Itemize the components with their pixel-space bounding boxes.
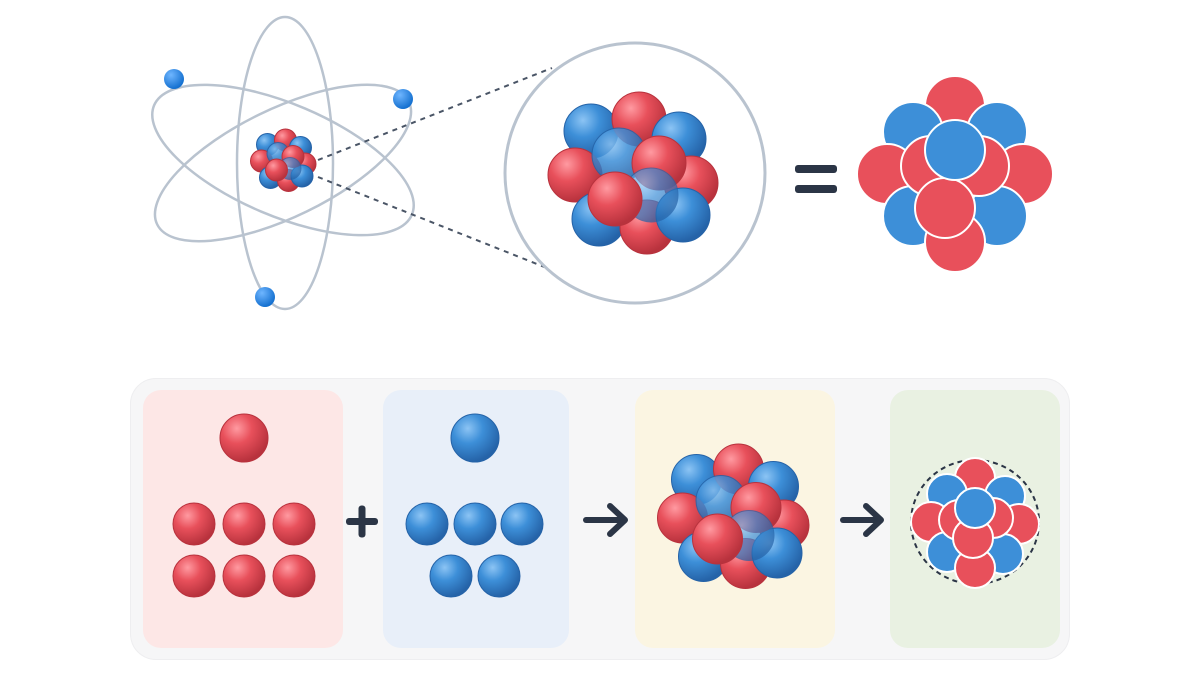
neutron bbox=[453, 502, 497, 546]
protons-group bbox=[172, 413, 316, 598]
electron-1 bbox=[164, 69, 184, 89]
orbit-vertical bbox=[235, 15, 335, 311]
electron-2 bbox=[393, 89, 413, 109]
proton bbox=[692, 513, 743, 565]
neutrons-group bbox=[405, 413, 544, 598]
zoom-line-bottom bbox=[317, 176, 553, 271]
plus-icon bbox=[346, 505, 378, 538]
neutron bbox=[477, 554, 521, 598]
neutron bbox=[954, 487, 996, 529]
zoom-line-top bbox=[317, 67, 553, 161]
neutron bbox=[450, 413, 500, 463]
proton bbox=[272, 554, 316, 598]
proton bbox=[265, 158, 288, 182]
proton bbox=[172, 502, 216, 546]
flat-nucleus-icon bbox=[856, 75, 1054, 273]
result-nucleus bbox=[910, 457, 1040, 589]
electron-3 bbox=[255, 287, 275, 307]
proton bbox=[587, 171, 643, 227]
proton bbox=[222, 554, 266, 598]
magnified-nucleus bbox=[547, 91, 719, 255]
neutron bbox=[500, 502, 544, 546]
combined-nucleus bbox=[657, 443, 810, 589]
proton bbox=[272, 502, 316, 546]
atom-icon bbox=[151, 15, 415, 311]
neutron bbox=[429, 554, 473, 598]
arrow-right-icon bbox=[583, 503, 628, 537]
proton bbox=[222, 502, 266, 546]
neutron bbox=[405, 502, 449, 546]
magnifier-lens-icon bbox=[503, 41, 767, 305]
arrow-right-icon bbox=[840, 503, 884, 537]
equals-icon bbox=[795, 165, 837, 193]
proton bbox=[219, 413, 269, 463]
proton bbox=[914, 177, 976, 239]
atom-nucleus bbox=[250, 128, 317, 192]
proton bbox=[172, 554, 216, 598]
neutron bbox=[924, 119, 986, 181]
